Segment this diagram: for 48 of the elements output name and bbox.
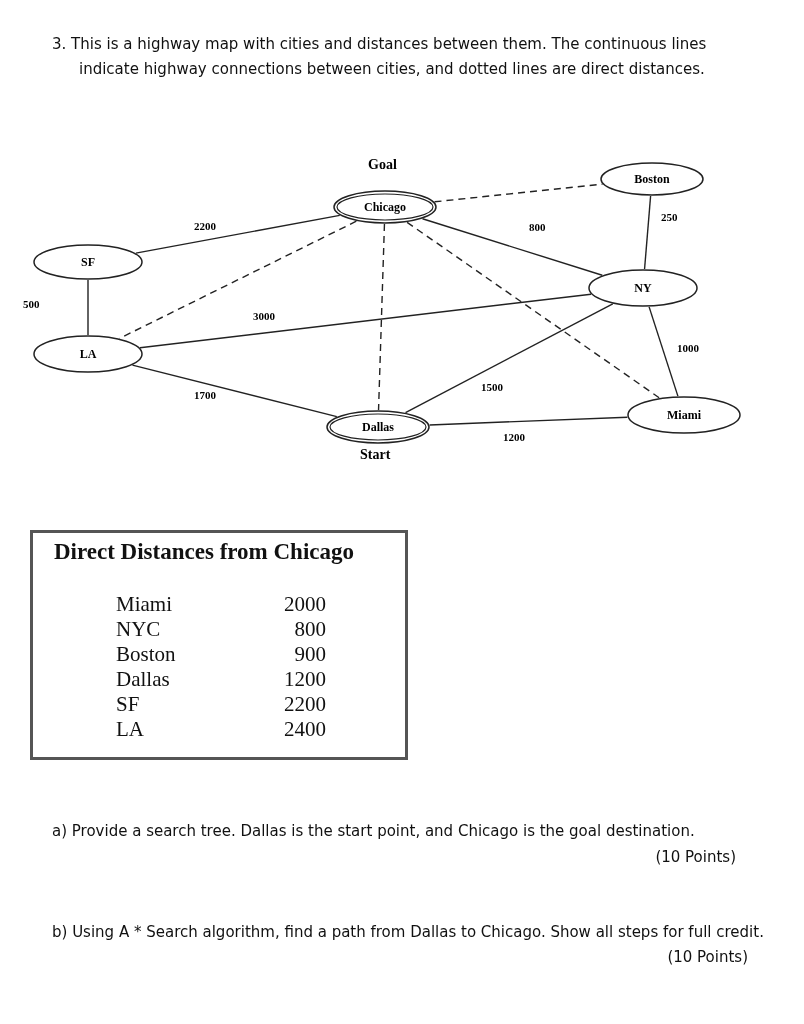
city-name: Miami	[666, 407, 702, 423]
distance-label: 250	[660, 211, 679, 224]
direct-distance-line	[406, 221, 661, 399]
node-note: Start	[360, 447, 391, 463]
question-text: b) Using A * Search algorithm, find a path from Dallas to Chicago. Show all steps for full credit.	[52, 922, 765, 943]
city-name: LA	[78, 346, 98, 362]
distance-label: 2200	[193, 220, 217, 233]
highway-line	[421, 218, 603, 276]
direct-distance-line	[377, 223, 386, 411]
highway-line	[139, 293, 592, 349]
city-name: NY	[633, 280, 653, 296]
points-text: (10 Points)	[667, 947, 748, 968]
highway-line	[428, 416, 629, 426]
distance-label: 1200	[502, 431, 526, 444]
highway-line	[87, 279, 89, 336]
question-text: a) Provide a search tree. Dallas is the start point, and Chicago is the goal destination.	[52, 821, 696, 842]
distance-cell-text: 2000	[283, 592, 326, 617]
highway-line	[404, 303, 614, 414]
node-note: Goal	[368, 157, 397, 173]
city-name: SF	[80, 254, 96, 270]
points-text: (10 Points)	[655, 847, 736, 868]
highway-line	[648, 306, 679, 397]
question-text: 3. This is a highway map with cities and distances between them. The continuous lines indicate highway connections between cities, and dotted lines are direct distances.	[52, 34, 708, 80]
distance-cell-text: 1200	[283, 667, 326, 692]
table-title: Direct Distances from Chicago	[54, 539, 354, 565]
city-name: Chicago	[363, 199, 407, 215]
city-cell: SF	[116, 692, 140, 717]
distance-label: 1700	[193, 389, 217, 402]
direct-distance-line	[433, 183, 604, 203]
city-cell: Dallas	[116, 667, 170, 692]
distance-label: 800	[528, 221, 547, 234]
city-cell: Boston	[116, 642, 176, 667]
distance-label: 3000	[252, 310, 276, 323]
distance-cell-text: 2200	[283, 692, 326, 717]
city-cell: NYC	[116, 617, 161, 642]
city-name: Boston	[633, 171, 671, 187]
city-cell: Miami	[116, 592, 172, 617]
distance-label: 1500	[480, 381, 504, 394]
highway-line	[643, 195, 652, 270]
highway-line	[131, 364, 338, 418]
distance-label: 500	[22, 298, 41, 311]
distance-cell-text: 900	[293, 642, 326, 667]
city-cell: LA	[116, 717, 144, 742]
distance-cell-text: 2400	[283, 717, 326, 742]
distance-label: 1000	[676, 342, 700, 355]
highway-line	[135, 214, 341, 254]
city-name: Dallas	[361, 419, 395, 435]
distance-cell-text: 800	[293, 617, 326, 642]
